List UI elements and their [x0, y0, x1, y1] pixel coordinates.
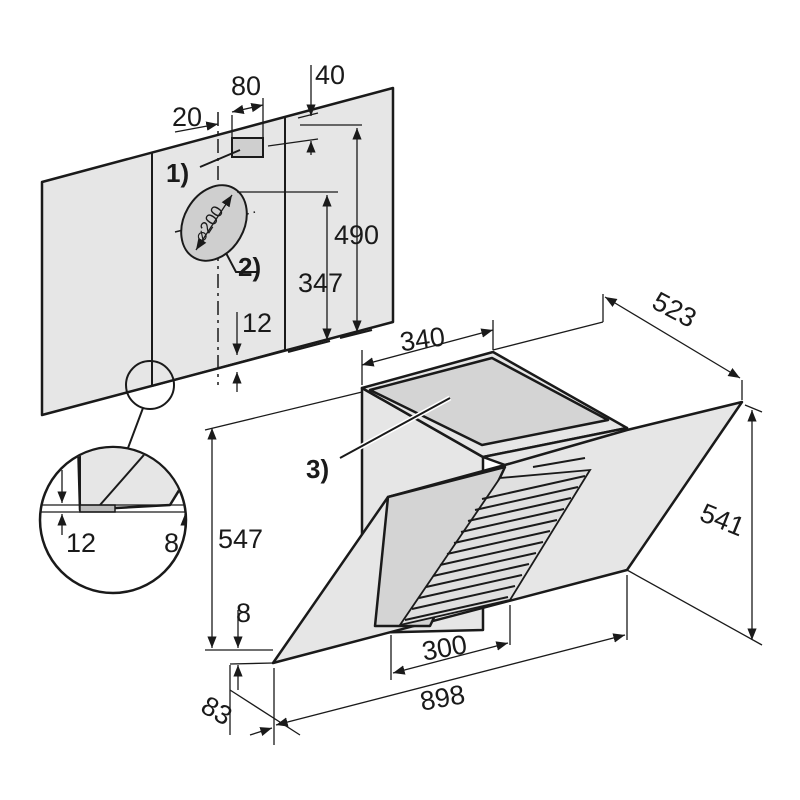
dim-40: 40: [315, 60, 345, 90]
dim-83: 83: [196, 690, 237, 731]
dim-347: 347: [298, 268, 343, 298]
dim-547: 547: [218, 524, 263, 554]
callout-2: 2): [238, 252, 261, 282]
cooker-hood: 3) 340 523 541 547 8 300 898 83: [196, 286, 763, 745]
cable-outlet-rect: [231, 137, 264, 158]
dim-541: 541: [696, 498, 749, 543]
dim-12-wall: 12: [242, 308, 272, 338]
detail-view: 12 8: [38, 360, 188, 595]
detail-dim-12: 12: [66, 528, 96, 558]
dim-8-hood: 8: [236, 598, 251, 628]
callout-3: 3): [306, 454, 329, 484]
callout-1: 1): [166, 158, 189, 188]
top-filter-panel: [368, 356, 610, 447]
grille: [397, 468, 592, 627]
dim-80: 80: [231, 71, 261, 101]
dim-340: 340: [398, 321, 447, 357]
dim-523: 523: [647, 286, 701, 334]
dim-20: 20: [172, 102, 202, 132]
dim-300: 300: [420, 629, 470, 666]
grille-slats: [404, 457, 586, 621]
dim-898: 898: [418, 679, 468, 716]
dim-490: 490: [334, 220, 379, 250]
detail-dim-8: 8: [164, 528, 179, 558]
wall-panel: ⌀200 1) 2) 20 80 40 490 347 12: [40, 60, 395, 417]
